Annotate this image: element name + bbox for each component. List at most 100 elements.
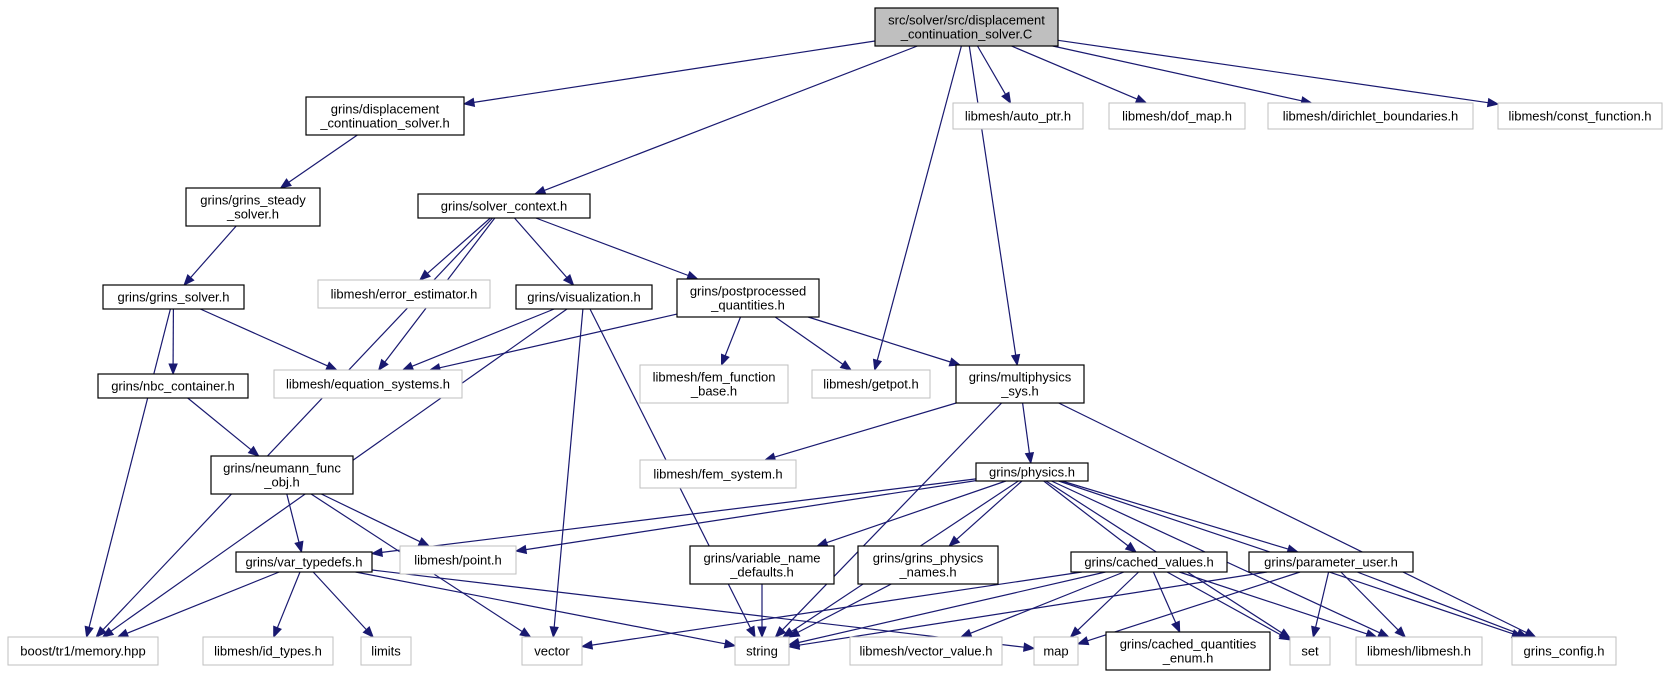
node-box <box>273 369 463 399</box>
node-dcs-h[interactable]: grins/displacement_continuation_solver.h <box>305 96 465 136</box>
node-label: libmesh/const_function.h <box>1508 109 1651 124</box>
node-physics[interactable]: grins/physics.h <box>975 462 1089 482</box>
node-grins-solver[interactable]: grins/grins_solver.h <box>102 284 245 310</box>
node-label: grins/grins_physics <box>873 551 984 566</box>
edge-line <box>968 45 1017 356</box>
node-box <box>639 459 797 489</box>
edge-var-td-to-boost-mem <box>116 571 280 638</box>
edge-arrowhead <box>84 625 94 639</box>
node-steady[interactable]: grins/grins_steady_solver.h <box>185 187 321 227</box>
edge-line <box>876 45 962 361</box>
edge-root-to-solver-ctx <box>533 45 918 195</box>
node-label: _defaults.h <box>729 565 794 580</box>
edge-cached-vals-to-cq-enum <box>1152 571 1181 634</box>
node-root[interactable]: src/solver/src/displacement_continuation… <box>874 7 1059 47</box>
node-phys-names[interactable]: grins/grins_physics_names.h <box>857 545 999 585</box>
edge-arrowhead <box>168 363 178 376</box>
edge-postproc-to-getpot <box>774 316 853 371</box>
node-fem-sys: libmesh/fem_system.h <box>639 459 797 489</box>
node-visual[interactable]: grins/visualization.h <box>515 284 653 310</box>
edge-visual-to-eq-sys <box>401 308 555 371</box>
edge-line <box>807 316 951 363</box>
edge-arrowhead <box>839 360 853 371</box>
edge-arrowhead <box>959 628 973 638</box>
node-label: map <box>1043 644 1068 659</box>
node-label: grins/physics.h <box>989 465 1075 480</box>
node-postproc[interactable]: grins/postprocessed_quantities.h <box>676 278 820 318</box>
node-box <box>874 7 1059 47</box>
node-param-user[interactable]: grins/parameter_user.h <box>1248 551 1414 573</box>
node-box <box>689 545 835 585</box>
edge-arrowhead <box>279 178 292 189</box>
node-neumann[interactable]: grins/neumann_func_obj.h <box>210 455 354 495</box>
edge-arrowhead <box>1024 452 1035 465</box>
node-point: libmesh/point.h <box>399 545 517 575</box>
edge-arrowhead <box>325 361 338 371</box>
edge-line <box>427 217 491 274</box>
node-box <box>235 551 373 573</box>
edge-grins-solver-to-boost-mem <box>84 308 171 639</box>
node-box <box>849 636 1003 666</box>
edge-var-td-to-string <box>355 571 737 649</box>
edge-line <box>774 316 844 365</box>
node-label: _quantities.h <box>710 298 785 313</box>
edge-root-to-dof-map <box>1011 45 1148 104</box>
edge-line <box>381 478 977 553</box>
node-layer: src/solver/src/displacement_continuation… <box>7 7 1663 671</box>
node-box <box>1108 102 1246 130</box>
edge-param-user-to-libmesh <box>1340 571 1407 638</box>
node-fem-fn: libmesh/fem_function_base.h <box>639 364 789 404</box>
node-nbc[interactable]: grins/nbc_container.h <box>97 373 249 399</box>
node-box <box>857 545 999 585</box>
edge-line <box>1087 571 1301 642</box>
node-label: grins/neumann_func <box>223 461 341 476</box>
edge-line <box>1058 402 1527 634</box>
node-label: boost/tr1/memory.hpp <box>20 644 145 659</box>
node-box <box>515 284 653 310</box>
node-label: libmesh/getpot.h <box>823 377 918 392</box>
node-solver-ctx[interactable]: grins/solver_context.h <box>417 193 591 219</box>
edge-line <box>782 402 1003 631</box>
edge-phys-names-to-string <box>787 583 892 638</box>
edge-arrowhead <box>721 353 730 367</box>
edge-cached-vals-to-vector <box>580 571 1082 650</box>
edge-cached-vals-to-libmesh <box>1179 571 1378 639</box>
edge-arrowhead <box>514 544 528 555</box>
edge-arrowhead <box>116 628 130 638</box>
edge-arrowhead <box>948 357 962 367</box>
node-cq-enum[interactable]: grins/cached_quantities_enum.h <box>1105 631 1271 671</box>
edge-arrowhead <box>1076 636 1090 646</box>
node-var-td[interactable]: grins/var_typedefs.h <box>235 551 373 573</box>
node-grins-cfg: grins_config.h <box>1511 636 1617 666</box>
node-label: _continuation_solver.C <box>900 27 1033 42</box>
edge-line <box>321 493 421 543</box>
node-label: vector <box>534 644 570 659</box>
node-cached-vals[interactable]: grins/cached_values.h <box>1070 551 1228 573</box>
edge-line <box>591 571 1082 646</box>
node-box <box>734 636 790 666</box>
node-label: grins/cached_values.h <box>1084 555 1213 570</box>
edge-arrowhead <box>183 274 195 287</box>
node-multiphys[interactable]: grins/multiphysics_sys.h <box>955 364 1085 404</box>
node-var-name[interactable]: grins/variable_name_defaults.h <box>689 545 835 585</box>
edge-line <box>774 402 957 458</box>
edge-grins-solver-to-nbc <box>168 308 178 376</box>
edge-line <box>187 397 252 451</box>
edge-line <box>1152 571 1177 624</box>
node-label: src/solver/src/displacement <box>888 13 1045 28</box>
node-vec-value: libmesh/vector_value.h <box>849 636 1003 666</box>
node-label: grins/variable_name <box>703 551 820 566</box>
node-box <box>102 284 245 310</box>
edge-arrowhead <box>294 540 304 554</box>
node-set: set <box>1289 636 1331 666</box>
node-label: libmesh/error_estimator.h <box>331 287 478 302</box>
node-label: libmesh/dof_map.h <box>1122 109 1232 124</box>
edge-var-name-to-string <box>757 584 767 639</box>
edge-arrowhead <box>273 625 282 639</box>
edge-physics-to-param-user <box>1061 480 1300 554</box>
node-boost-mem: boost/tr1/memory.hpp <box>7 636 159 666</box>
node-box <box>1267 102 1474 130</box>
node-box <box>185 187 321 227</box>
node-label: libmesh/vector_value.h <box>860 644 993 659</box>
